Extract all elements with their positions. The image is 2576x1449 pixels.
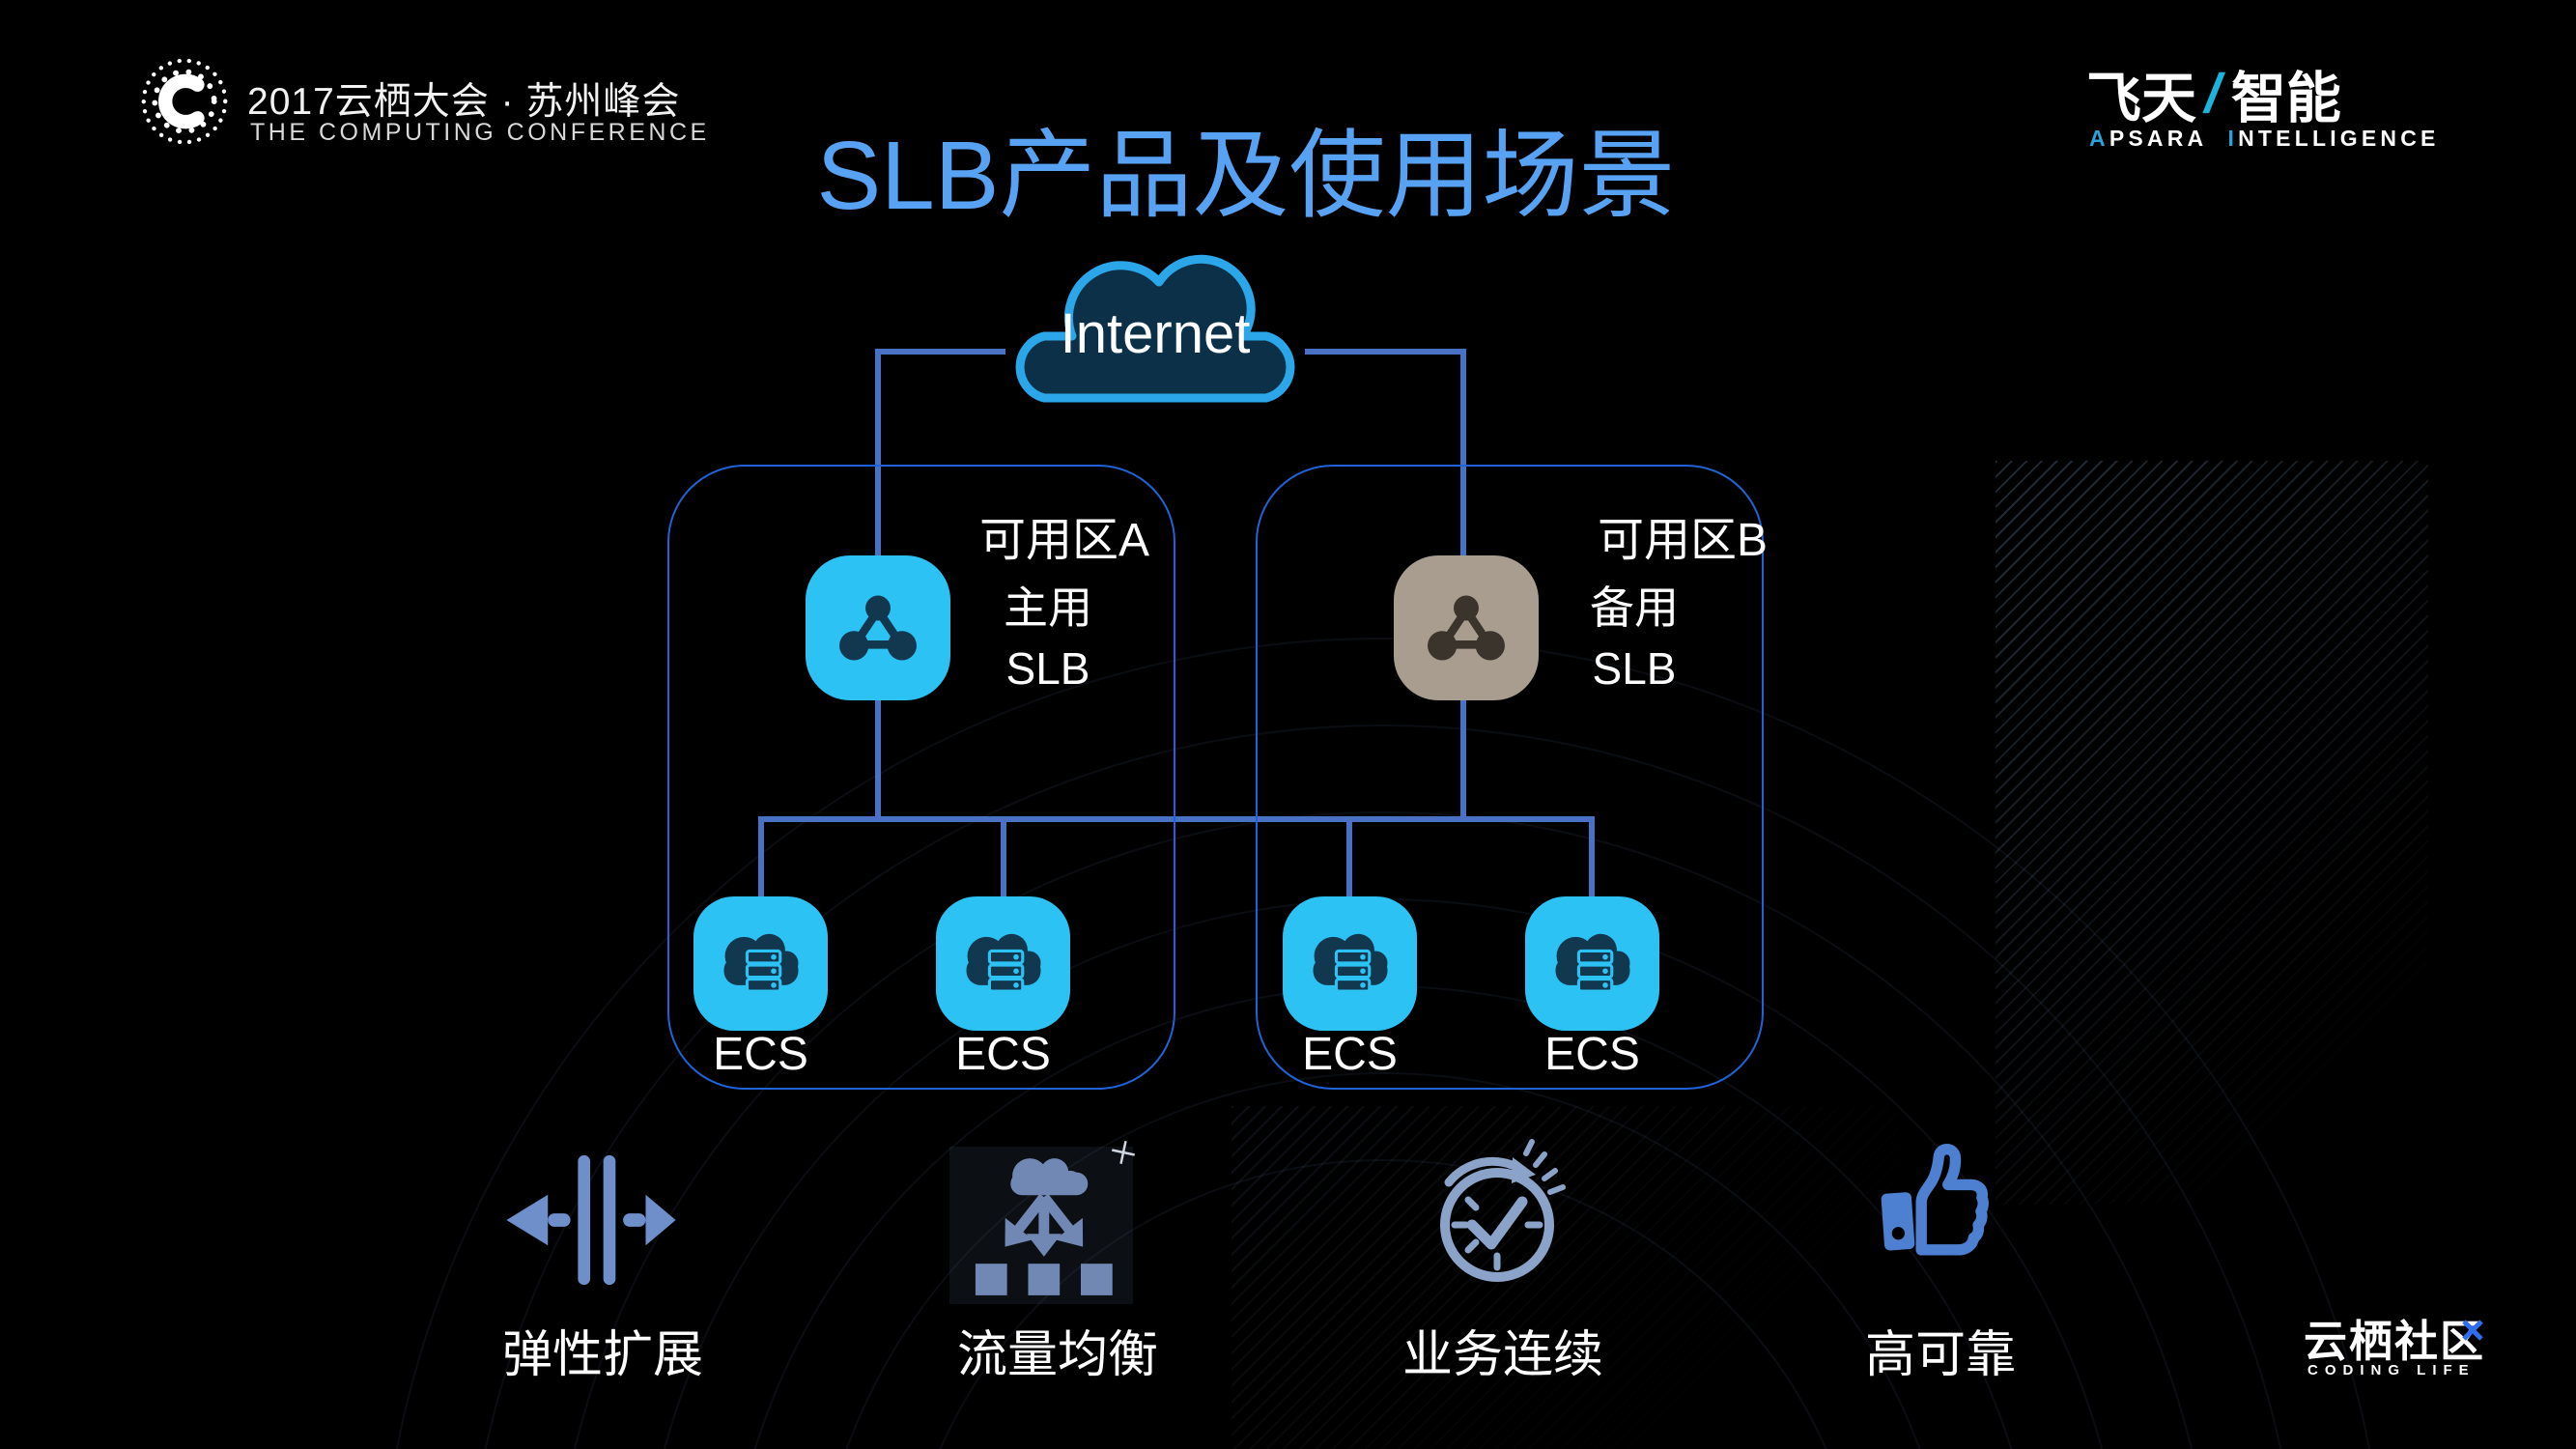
slb-b-label: SLB bbox=[1592, 643, 1677, 695]
ecs-icon-b1 bbox=[1283, 896, 1417, 1031]
apsara-en-ntelligence: NTELLIGENCE bbox=[2238, 126, 2440, 151]
slb-a-caption: 主用 SLB bbox=[976, 578, 1120, 700]
connector-drop-ecs-b2 bbox=[1589, 816, 1595, 905]
slb-primary-icon bbox=[806, 555, 950, 700]
apsara-logo-subtitle: APSARA INTELLIGENCE bbox=[2089, 126, 2440, 152]
internet-cloud-icon bbox=[1015, 254, 1295, 403]
community-logo-subtitle: CODING LIFE bbox=[2307, 1362, 2476, 1378]
slb-b-role: 备用 bbox=[1590, 582, 1679, 633]
internet-label: Internet bbox=[1060, 302, 1251, 365]
zone-a-label: 可用区A bbox=[978, 515, 1149, 566]
business-continuity-icon bbox=[1440, 1139, 1566, 1282]
conference-title: 2017云栖大会 · 苏州峰会 bbox=[247, 81, 681, 123]
cloud-server-glyph bbox=[723, 933, 798, 993]
connector-drop-ecs-b1 bbox=[1346, 816, 1352, 905]
apsara-logo: 飞天 / 智能 bbox=[2086, 54, 2341, 133]
conference-subtitle: THE COMPUTING CONFERENCE bbox=[250, 119, 710, 146]
ecs-label: ECS bbox=[1302, 1029, 1398, 1080]
page-title: SLB产品及使用场景 bbox=[816, 122, 1676, 230]
apsara-en-i: I bbox=[2227, 126, 2239, 151]
cloud-server-glyph bbox=[1313, 933, 1387, 993]
connector-internet-to-slb-a bbox=[878, 349, 1005, 355]
community-logo: 云栖社区 bbox=[2304, 1306, 2485, 1369]
cloud-server-glyph bbox=[966, 933, 1040, 993]
apsara-cn-right: 智能 bbox=[2230, 68, 2341, 129]
ecs-icon-a2 bbox=[936, 896, 1070, 1031]
zone-b-label: 可用区B bbox=[1597, 515, 1768, 566]
slb-a-label: SLB bbox=[1005, 643, 1090, 695]
sparkle-plus-icon bbox=[1112, 1141, 1135, 1164]
connector-internet-to-slb-b bbox=[1305, 349, 1466, 355]
elastic-expand-icon bbox=[506, 1154, 676, 1286]
ecs-label: ECS bbox=[713, 1029, 808, 1080]
slb-b-caption: 备用 SLB bbox=[1562, 578, 1707, 700]
x-accent-icon bbox=[2462, 1320, 2483, 1341]
feature-label-balance: 流量均衡 bbox=[956, 1327, 1158, 1383]
apsara-en-psara: PSARA bbox=[2109, 126, 2208, 151]
ecs-label: ECS bbox=[1544, 1029, 1640, 1080]
load-balancer-glyph bbox=[1428, 595, 1505, 661]
apsara-cn-left: 飞天 bbox=[2086, 68, 2196, 129]
connector-bus bbox=[758, 816, 1595, 822]
ecs-icon-a1 bbox=[694, 896, 828, 1031]
feature-label-elastic: 弹性扩展 bbox=[501, 1327, 703, 1383]
thumbs-up-icon bbox=[1881, 1144, 1989, 1256]
feature-label-reliable: 高可靠 bbox=[1864, 1327, 2016, 1383]
load-balancer-glyph bbox=[839, 595, 917, 661]
ecs-icon-b2 bbox=[1525, 896, 1659, 1031]
ecs-label: ECS bbox=[955, 1029, 1051, 1080]
cloud-server-glyph bbox=[1555, 933, 1629, 993]
apsara-slash-icon: / bbox=[2199, 63, 2228, 125]
feature-label-continuity: 业务连续 bbox=[1401, 1327, 1603, 1383]
diagonal-hatch-texture-right bbox=[1996, 461, 2428, 1205]
zone-b-border bbox=[1256, 465, 1764, 1090]
connector-drop-ecs-a2 bbox=[1001, 816, 1006, 905]
connector-drop-ecs-a1 bbox=[758, 816, 764, 905]
slb-a-role: 主用 bbox=[1004, 582, 1092, 633]
conference-logo-icon bbox=[141, 58, 228, 145]
slb-backup-icon bbox=[1394, 555, 1539, 700]
apsara-en-a: A bbox=[2089, 126, 2109, 151]
community-text-last: 区 bbox=[2440, 1317, 2486, 1366]
zone-a-border bbox=[667, 465, 1175, 1090]
traffic-balance-icon bbox=[975, 1158, 1113, 1295]
community-text: 云栖社 bbox=[2304, 1317, 2441, 1366]
